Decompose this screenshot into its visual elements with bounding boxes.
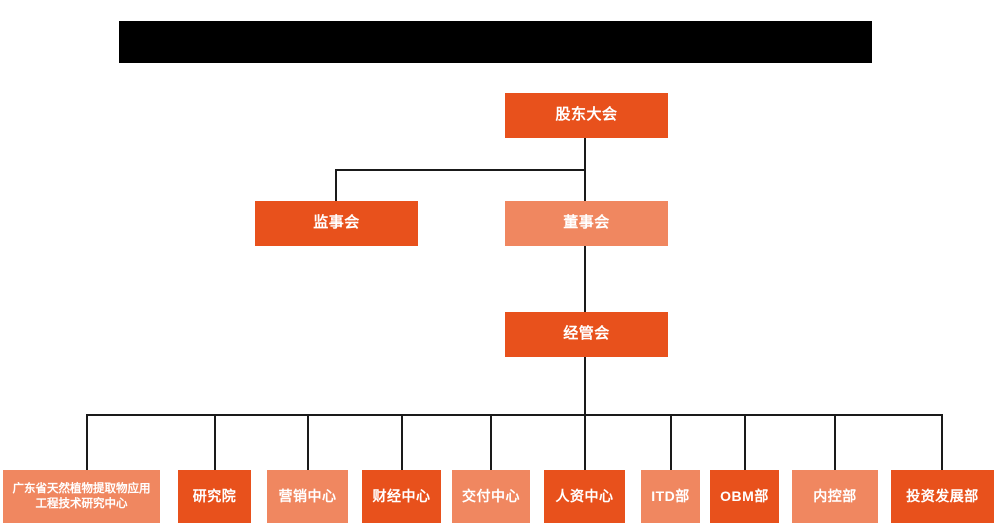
connector-to-research-institute [214,414,216,470]
connector-to-internal-control-dept [834,414,836,470]
node-shareholders-label: 股东大会 [555,106,618,124]
connector-level2-bar [335,169,586,171]
node-finance-center-label: 财经中心 [372,487,431,504]
node-itd-dept[interactable]: ITD部 [641,470,700,523]
connector-to-delivery-center [490,414,492,470]
connector-to-itd-dept [670,414,672,470]
connector-to-eng-research-center [86,414,88,470]
connector-to-hr-center [584,414,586,470]
node-delivery-center[interactable]: 交付中心 [452,470,530,523]
node-delivery-center-label: 交付中心 [462,487,520,504]
node-obm-dept-label: OBM部 [720,487,769,504]
node-hr-center[interactable]: 人资中心 [544,470,625,523]
node-supervisors[interactable]: 监事会 [255,201,418,246]
node-eng-research-center[interactable]: 广东省天然植物提取物应用工程技术研究中心 [3,470,160,523]
connector-shareholders-trunk [584,138,586,171]
node-investment-dev-dept[interactable]: 投资发展部 [891,470,994,523]
connector-to-investment-dev-dept [941,414,943,470]
connector-directors-to-management [584,246,586,312]
connector-to-finance-center [401,414,403,470]
connector-management-trunk [584,357,586,416]
node-directors-label: 董事会 [563,214,610,232]
connector-to-marketing-center [307,414,309,470]
node-hr-center-label: 人资中心 [555,487,614,504]
node-research-institute[interactable]: 研究院 [178,470,251,523]
node-itd-dept-label: ITD部 [651,487,690,504]
node-shareholders[interactable]: 股东大会 [505,93,668,138]
node-finance-center[interactable]: 财经中心 [362,470,441,523]
node-marketing-center[interactable]: 营销中心 [267,470,348,523]
node-management-label: 经管会 [563,325,610,343]
redacted-title-bar [119,21,872,63]
connector-to-obm-dept [744,414,746,470]
node-directors[interactable]: 董事会 [505,201,668,246]
connector-to-supervisors [335,169,337,201]
node-management[interactable]: 经管会 [505,312,668,357]
node-research-institute-label: 研究院 [192,487,237,504]
connector-to-directors [584,169,586,201]
connector-departments-bar [86,414,943,416]
node-eng-research-center-label: 广东省天然植物提取物应用工程技术研究中心 [12,483,151,510]
node-marketing-center-label: 营销中心 [278,487,337,504]
node-internal-control-dept[interactable]: 内控部 [792,470,878,523]
node-supervisors-label: 监事会 [313,214,360,232]
node-obm-dept[interactable]: OBM部 [710,470,779,523]
node-internal-control-dept-label: 内控部 [813,487,857,504]
node-investment-dev-dept-label: 投资发展部 [906,487,979,504]
